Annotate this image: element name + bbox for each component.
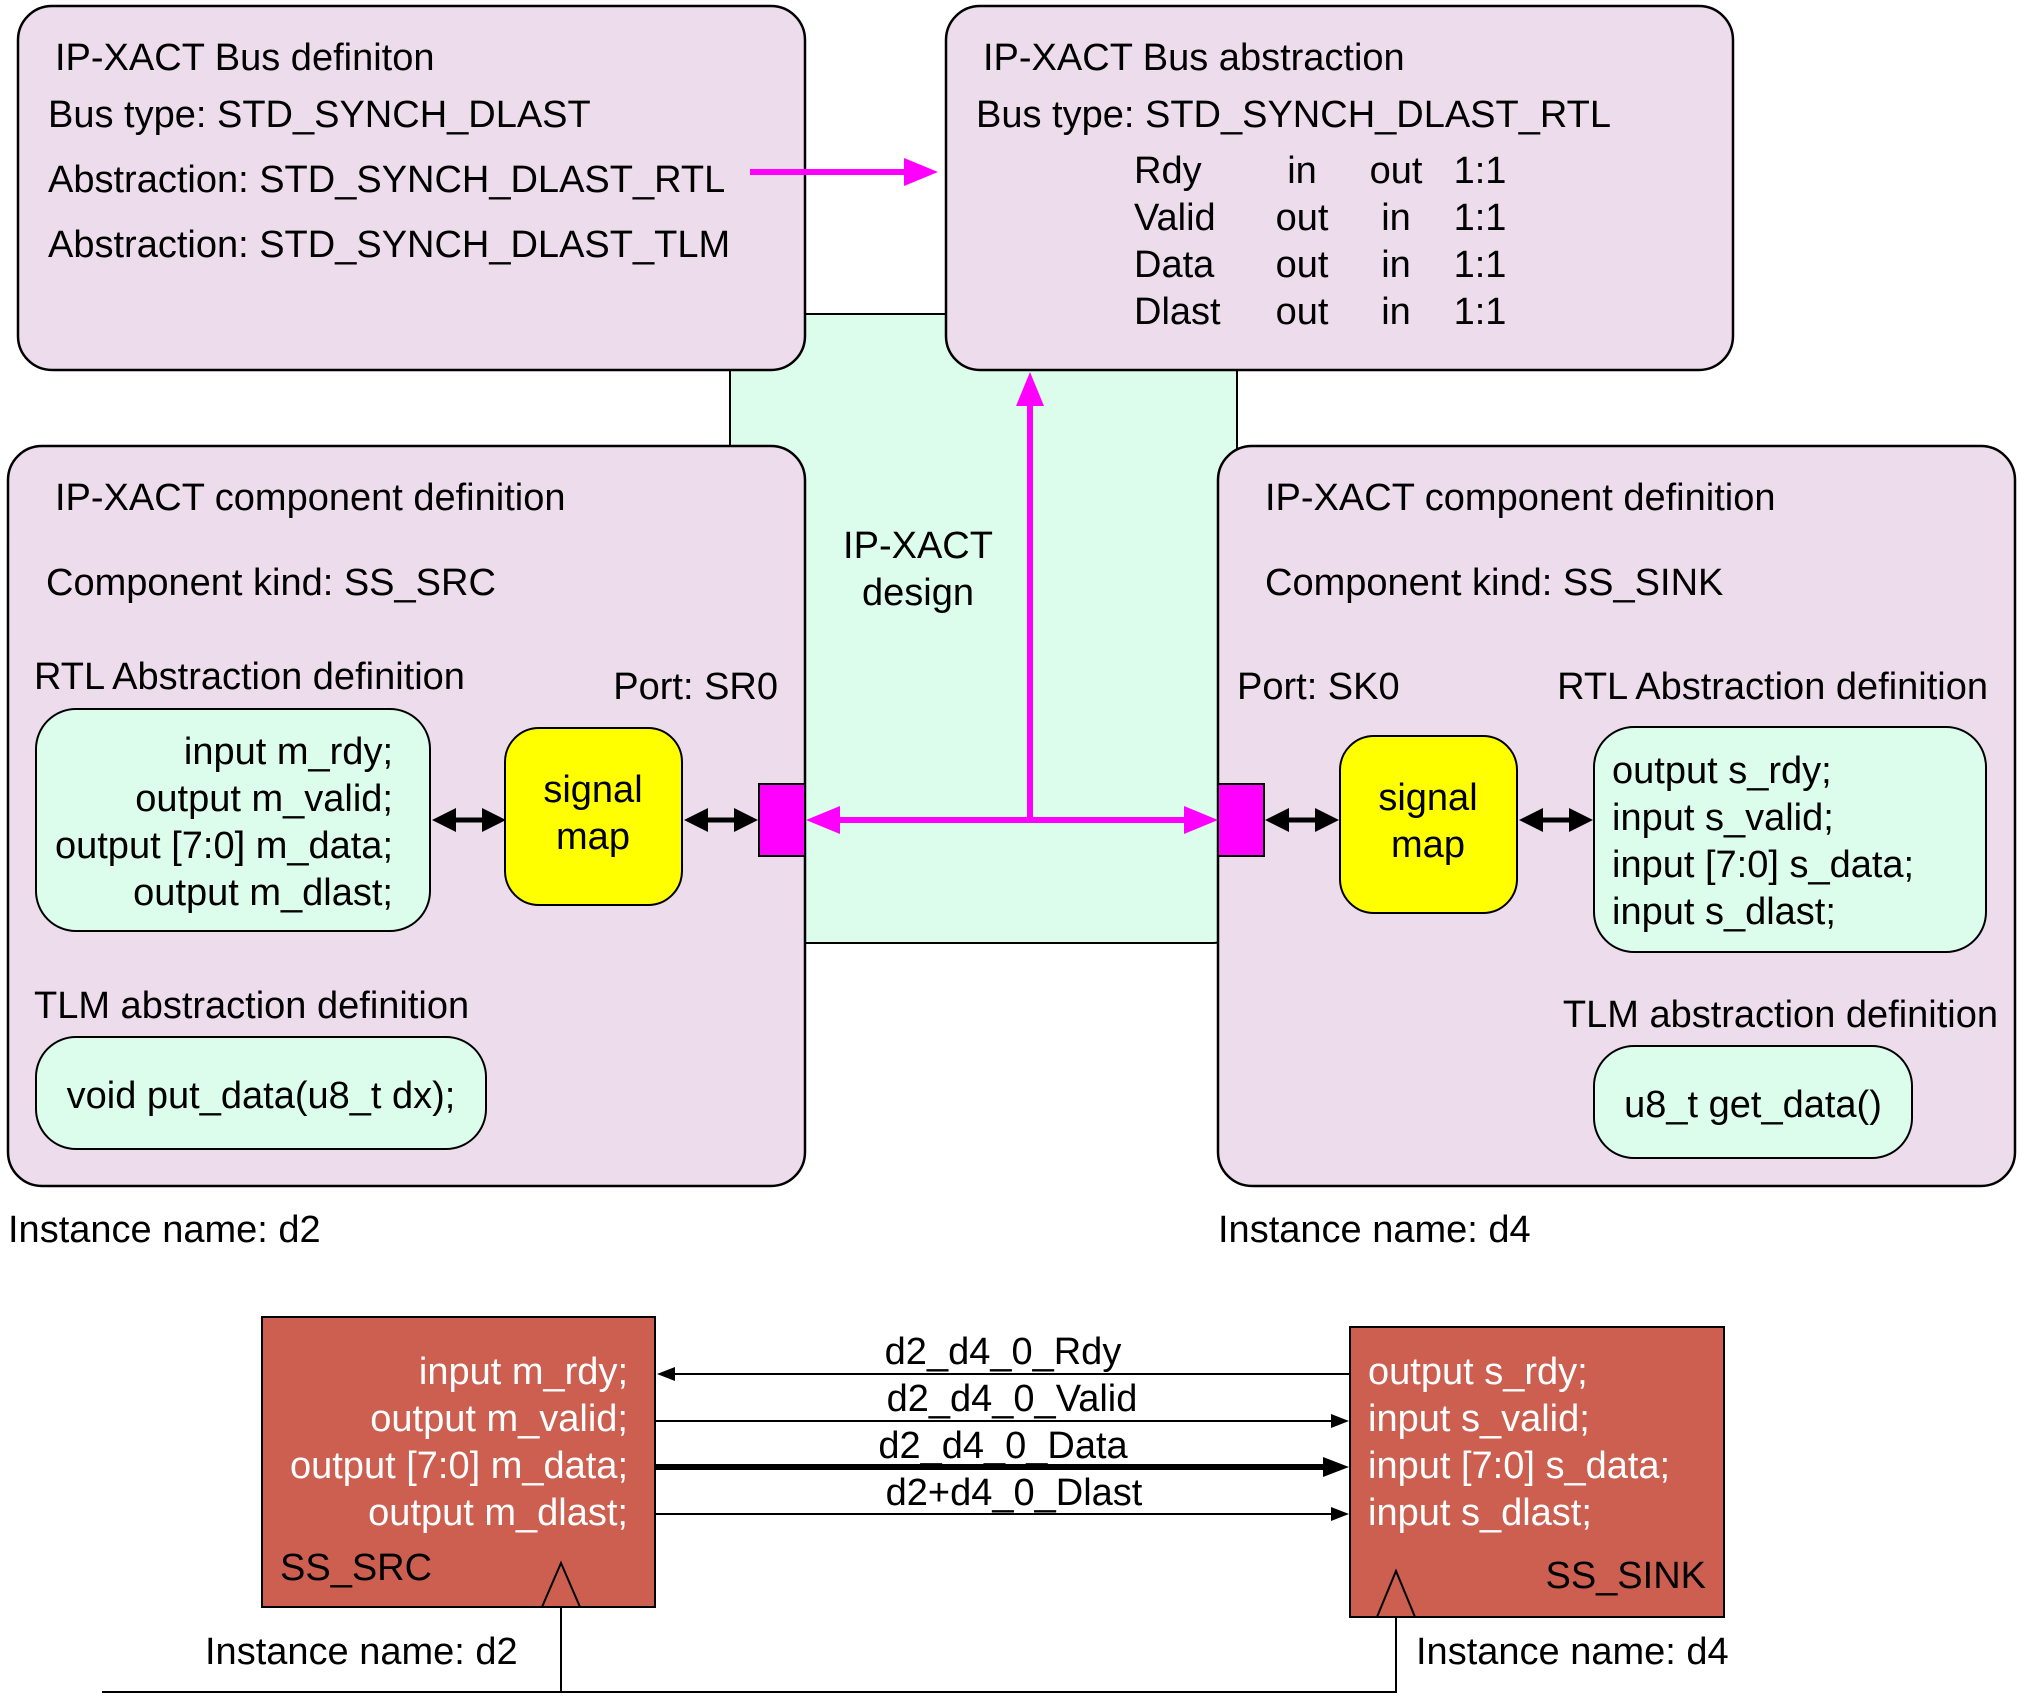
rtl-code-line: output m_valid; (135, 778, 393, 820)
component-sink-rtl-label: RTL Abstraction definition (1557, 666, 1988, 708)
design-label-line2: design (862, 572, 974, 614)
schematic-sink-line: input s_dlast; (1368, 1492, 1592, 1534)
component-sink-kind: Component kind: SS_SINK (1265, 562, 1723, 604)
signal-map-port-double-arrow (684, 808, 758, 832)
signal-master-direction: out (1276, 291, 1329, 333)
schematic-sink-name: SS_SINK (1545, 1555, 1706, 1597)
component-src-tlm-label: TLM abstraction definition (34, 985, 469, 1027)
schematic-net-data: d2_d4_0_Data (655, 1425, 1349, 1477)
bus-definition-title: IP-XACT Bus definiton (55, 37, 434, 79)
rtl-code-line: input s_dlast; (1612, 891, 1836, 933)
schematic-sink-line: input [7:0] s_data; (1368, 1445, 1670, 1487)
signal-ratio: 1:1 (1454, 291, 1507, 333)
component-sink-signal-map (1339, 735, 1518, 914)
component-sink-rtl-box (1593, 726, 1987, 953)
component-sink-tlm-label: TLM abstraction definition (1563, 994, 1998, 1036)
signal-slave-direction: out (1370, 150, 1423, 192)
schematic-src-block (261, 1316, 656, 1608)
signal-master-direction: out (1276, 197, 1329, 239)
component-sink-panel: IP-XACT component definition Component k… (1216, 444, 2017, 1188)
schematic-ground-wire (561, 1602, 1397, 1693)
schematic-sink-instance: Instance name: d4 (1416, 1631, 1729, 1673)
signal-slave-direction: in (1381, 244, 1411, 286)
signal-map-label: signal (1378, 777, 1477, 819)
schematic-src-line: output m_dlast; (368, 1492, 628, 1534)
component-src-tlm-box (35, 1036, 487, 1150)
bus-abstraction-panel: IP-XACT Bus abstraction Bus type: STD_SY… (944, 4, 1735, 372)
signal-ratio: 1:1 (1454, 244, 1507, 286)
signal-name: Data (1134, 244, 1215, 286)
signal-slave-direction: in (1381, 197, 1411, 239)
signal-map-label: map (556, 816, 630, 858)
component-src-port-label: Port: SR0 (613, 666, 778, 708)
schematic-src-instance: Instance name: d2 (205, 1631, 518, 1673)
bus-definition-bus-type: Bus type: STD_SYNCH_DLAST (48, 94, 591, 136)
clock-triangle-icon (541, 1560, 581, 1608)
rtl-signal-map-double-arrow (432, 808, 506, 832)
schematic-src-line: output m_valid; (370, 1398, 628, 1440)
signal-master-direction: in (1287, 150, 1317, 192)
port-sr0[interactable] (758, 783, 806, 857)
net-label: d2_d4_0_Rdy (885, 1331, 1122, 1373)
component-src-rtl-box (35, 708, 431, 932)
component-src-panel: IP-XACT component definition Component k… (6, 444, 807, 1188)
schematic-src-line: input m_rdy; (419, 1351, 628, 1393)
rtl-code-line: input [7:0] s_data; (1612, 844, 1914, 886)
bus-abstraction-title: IP-XACT Bus abstraction (983, 37, 1405, 79)
schematic: input m_rdy; output m_valid; output [7:0… (102, 1316, 1729, 1693)
signal-ratio: 1:1 (1454, 197, 1507, 239)
signal-map-label: map (1391, 824, 1465, 866)
bus-definition-abstraction-rtl: Abstraction: STD_SYNCH_DLAST_RTL (48, 159, 725, 201)
net-label: d2+d4_0_Dlast (886, 1472, 1143, 1514)
signal-master-direction: out (1276, 244, 1329, 286)
schematic-sink-line: input s_valid; (1368, 1398, 1590, 1440)
signal-slave-direction: in (1381, 291, 1411, 333)
schematic-net-rdy: d2_d4_0_Rdy (657, 1331, 1350, 1381)
signal-map-rtl-double-arrow (1519, 808, 1593, 832)
signal-map-label: signal (543, 769, 642, 811)
rtl-code-line: input m_rdy; (184, 731, 393, 773)
schematic-sink-block (1349, 1326, 1725, 1618)
bus-abstraction-bus-type: Bus type: STD_SYNCH_DLAST_RTL (976, 94, 1611, 136)
component-src-rtl-label: RTL Abstraction definition (34, 656, 465, 698)
signal-ratio: 1:1 (1454, 150, 1507, 192)
bus-definition-panel: IP-XACT Bus definiton Bus type: STD_SYNC… (16, 4, 807, 372)
component-src-kind: Component kind: SS_SRC (46, 562, 496, 604)
design-label-line1: IP-XACT (843, 525, 993, 567)
component-sink-instance: Instance name: d4 (1218, 1209, 1531, 1251)
component-src-instance: Instance name: d2 (8, 1209, 321, 1251)
component-src-title: IP-XACT component definition (55, 477, 565, 519)
component-sink-port-label: Port: SK0 (1237, 666, 1400, 708)
abstraction-link-arrow (750, 158, 938, 186)
schematic-sink-line: output s_rdy; (1368, 1351, 1588, 1393)
rtl-code-line: input s_valid; (1612, 797, 1834, 839)
signal-name: Rdy (1134, 150, 1202, 192)
component-sink-tlm-code: u8_t get_data() (1624, 1084, 1882, 1126)
schematic-src-name: SS_SRC (280, 1547, 432, 1589)
port-signal-map-double-arrow (1265, 808, 1339, 832)
schematic-net-dlast: d2+d4_0_Dlast (655, 1472, 1349, 1521)
component-src-tlm-code: void put_data(u8_t dx); (67, 1075, 456, 1117)
schematic-src-line: output [7:0] m_data; (290, 1445, 628, 1487)
component-sink-title: IP-XACT component definition (1265, 477, 1775, 519)
net-label: d2_d4_0_Valid (887, 1378, 1138, 1420)
component-sink-tlm-box (1593, 1045, 1913, 1159)
schematic-net-valid: d2_d4_0_Valid (655, 1378, 1349, 1428)
signal-name: Valid (1134, 197, 1216, 239)
component-src-signal-map (504, 727, 683, 906)
signal-name: Dlast (1134, 291, 1221, 333)
clock-triangle-icon (1376, 1568, 1416, 1618)
bus-abstraction-signal-table: Rdy in out 1:1 Valid out in 1:1 Data out… (1134, 150, 1506, 333)
bus-connection (806, 372, 1218, 834)
rtl-code-line: output s_rdy; (1612, 750, 1832, 792)
rtl-code-line: output [7:0] m_data; (55, 825, 393, 867)
rtl-code-line: output m_dlast; (133, 872, 393, 914)
port-sk0[interactable] (1217, 783, 1265, 857)
bus-definition-abstraction-tlm: Abstraction: STD_SYNCH_DLAST_TLM (48, 224, 730, 266)
net-label: d2_d4_0_Data (878, 1425, 1128, 1467)
